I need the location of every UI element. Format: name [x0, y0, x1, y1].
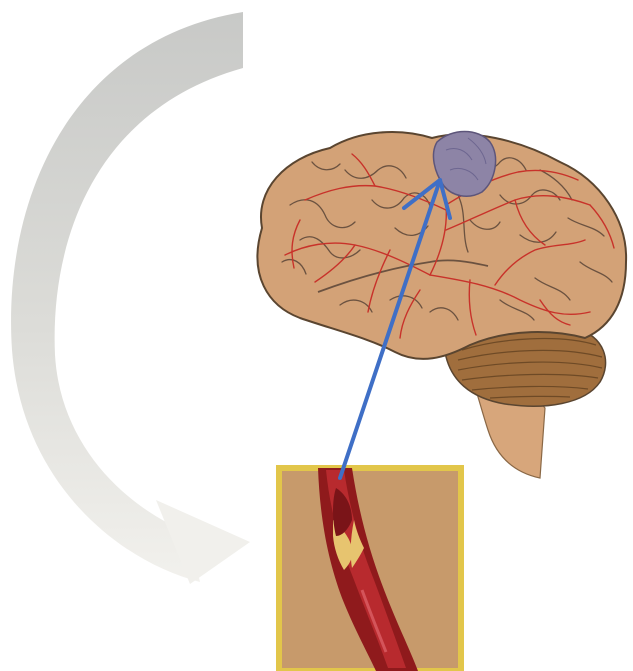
artery-inset: [279, 468, 461, 671]
